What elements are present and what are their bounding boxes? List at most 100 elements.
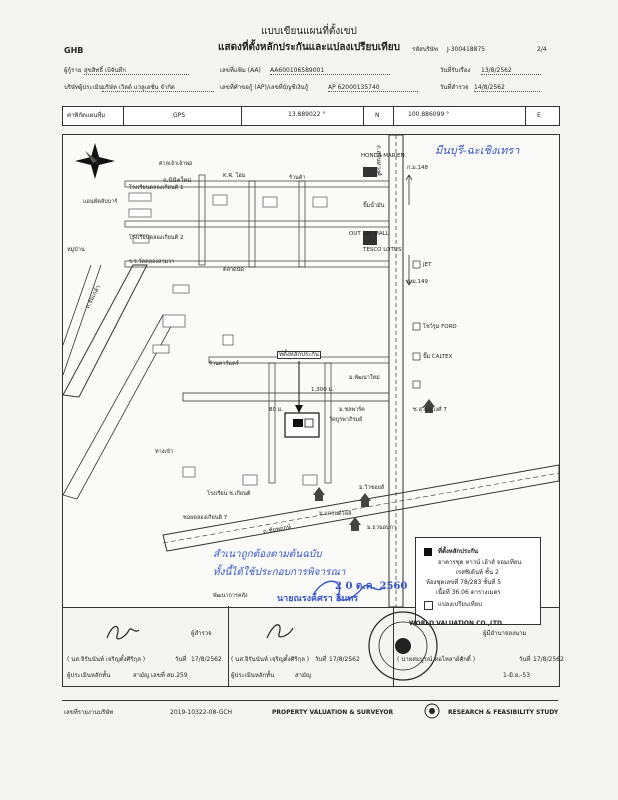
- map-label: วัดบูรพาภิรมย์: [329, 417, 363, 423]
- org-short: GHB: [64, 46, 84, 55]
- authority-date: 17/8/2562: [533, 656, 564, 663]
- authority-no: 1-มิ.ย.-53: [503, 672, 531, 679]
- legend-line1: อาคารชุด ทาวน์ เฮ้าส์ จอมเทียน: [438, 559, 522, 566]
- company-stamp-text: WORLD VALUATION CO.,LTD.: [409, 620, 505, 627]
- map-label: พัฒนาการคลัง: [213, 593, 248, 599]
- authority-name: ( นายสมบูรณ์ หอไหลาย์ศักดิ์ ): [397, 656, 476, 663]
- km-right-label: ก.ม.149: [407, 279, 428, 285]
- job-no: AA600106589001: [270, 67, 390, 75]
- handwritten-route: มีนบุรี-ฉะเชิงเทรา: [435, 144, 520, 157]
- company-label: บริษัทผู้ประเมิน: [64, 84, 103, 91]
- legend-box: ที่ตั้งหลักประกัน อาคารชุด ทาวน์ เฮ้าส์ …: [415, 537, 541, 625]
- legend-compare-icon: [424, 601, 433, 610]
- title-line2: แสดงที่ตั้งหลักประกันและแปลงเปรียบเทียบ: [218, 42, 400, 53]
- map-label: ซอยคลองเกียนติ 7: [183, 515, 228, 521]
- map-label: ม.แกรนด์วิลล์: [319, 511, 352, 517]
- applicant-label: ผู้กู้ราย: [64, 67, 82, 74]
- map-label: ม.พัฒนาใหม่: [349, 375, 380, 381]
- reviewer-date-label: วันที่: [315, 656, 327, 663]
- map-label: โรงเรียนคลองเกียนติ 2: [129, 235, 184, 241]
- report-no: 2019-10322-08-GCH: [170, 709, 233, 716]
- applicant-name: สุขสิทธิ์ เบ้จันทึก: [84, 67, 189, 75]
- map-label: แอนท์คลับบาร์: [83, 199, 118, 205]
- distance-label: 1,300 ม.: [311, 387, 334, 393]
- ap-no: AP 62000135740: [328, 84, 418, 92]
- km-left-label: ก.ม.148: [407, 165, 428, 171]
- legend-line3: ห้องชุดเลขที่ 78/283 ชั้นที่ 5: [426, 579, 502, 586]
- surveyor-date-label: วันที่: [175, 656, 187, 663]
- lon-dir: E: [537, 112, 541, 119]
- map-label: ม.ธวนอนกา: [367, 525, 397, 531]
- surveyor-name: ( นส.จิรันนันท์ เจริญตั้งศิริกุล ): [67, 656, 146, 663]
- company-name: บริษัท เวิลด์ แวลูเอชั่น จำกัด: [102, 84, 214, 92]
- compass-icon: [75, 143, 115, 179]
- legend-target-icon: [424, 548, 432, 556]
- appraiser-license-label: ผู้ประเมินหลักทั้น: [67, 672, 111, 679]
- signature-section: ผู้สำรวจ ( นส.จิรันนันท์ เจริญตั้งศิริกุ…: [62, 606, 564, 687]
- reviewer-date: 17/8/2562: [329, 656, 360, 663]
- survey-label: วันที่สำรวจ: [440, 84, 469, 91]
- authority-date-label: วันที่: [519, 656, 531, 663]
- map-drawing: [63, 135, 559, 607]
- received-date: 13/8/2562: [481, 67, 541, 75]
- map-label: ร้านคาร์แคร์: [209, 361, 239, 367]
- coords-label: ค่าพิกัดแผนที่ม: [67, 112, 106, 119]
- ap-label: เลขที่คำขอกู้ (AP)/เลขที่บัญชีเงินกู้: [220, 84, 309, 91]
- target-label: ที่ตั้งหลักประกัน: [277, 351, 322, 359]
- reviewer-name: ( นส.จิรันนันท์ เจริญตั้งศิริกุล ): [231, 656, 310, 663]
- appraiser-license: สามัญ เลขที่ สม.259: [133, 672, 188, 679]
- legend-title: ที่ตั้งหลักประกัน: [438, 548, 479, 555]
- map-label: TESCO LOTUS: [363, 247, 402, 253]
- map-label: K.R. โฮม: [223, 173, 246, 179]
- location-map: HONDA MARIEN ศาลเจ้าเจ้าพ่อ โรงเรียนคลอง…: [62, 134, 560, 608]
- reviewer-signature-icon: [266, 624, 294, 639]
- coords-row: ค่าพิกัดแผนที่ม GPS 13.889022 ° N 100.88…: [62, 106, 560, 126]
- company-stamp-icon: [368, 611, 438, 681]
- map-label: ศาลเจ้าเจ้าพ่อ: [159, 161, 193, 167]
- received-label: วันที่รับเรื่อง: [440, 67, 471, 74]
- legend-line4: เนื้อที่ 36.06 ตารางเมตร: [436, 589, 501, 596]
- signature-name: นายณรงค์ศรา อินทร: [277, 594, 359, 604]
- map-label: โรงเรียนคลองเกียนติ 1: [129, 185, 184, 191]
- surveyor-label: ผู้สำรวจ: [191, 630, 212, 637]
- map-label: OUT LET MALL: [349, 231, 389, 237]
- company-id: J-300418875: [447, 46, 486, 53]
- lat-dir: N: [375, 112, 380, 119]
- appraiser2: สามัญ: [295, 672, 312, 679]
- map-label: ร.ร.วัดคลองสามวา: [129, 259, 175, 265]
- report-label: เลขที่รายงานบริษัท: [64, 709, 114, 716]
- legend-compare-label: แปลงเปรียบเทียบ: [438, 601, 483, 608]
- job-no-label: เลขที่แฟ้ม (AA): [220, 67, 261, 74]
- map-label: หมู่บ้าน: [67, 247, 85, 253]
- map-label: ปั๊มน้ำมัน: [363, 203, 385, 209]
- map-label: ม.ชลพาร์ค: [339, 407, 365, 413]
- road-right-label: ถ.สุวินทวงศ์: [375, 145, 382, 176]
- survey-date: 14/8/2562: [474, 84, 540, 92]
- latitude: 13.889022 °: [288, 111, 326, 118]
- company-id-label: รหัสบริษัท: [412, 46, 438, 53]
- handwritten-note-1: สำเนาถูกต้องตามต้นฉบับ: [213, 549, 322, 560]
- company-logo-icon: [424, 703, 440, 719]
- map-label: ตลาดนัด: [223, 267, 244, 273]
- longitude: 100.886099 °: [408, 111, 450, 118]
- stamp-date: 2 0 ต.ค. 2560: [335, 581, 408, 592]
- map-label: โรงเรียน ซ.เกียนติ: [207, 491, 251, 497]
- footer: เลขที่รายงานบริษัท 2019-10322-08-GCH PRO…: [62, 700, 558, 719]
- road-top-label: ถ.นิมิตใหม่: [163, 177, 192, 184]
- distance-label: 80 ม.: [269, 407, 284, 413]
- map-label: โชว์รูม FORD: [423, 324, 457, 330]
- map-label: ร้านค้า: [289, 175, 306, 181]
- company-en: PROPERTY VALUATION & SURVEYOR: [272, 709, 394, 716]
- map-label: ม.วิวซอยส์: [359, 485, 385, 491]
- page-number: 2/4: [537, 46, 547, 53]
- map-label: ปั๊ม CALTEX: [423, 354, 453, 360]
- surveyor-signature-icon: [106, 625, 140, 640]
- map-label: ทางเข้า: [155, 449, 174, 455]
- map-label: ซ.สุวินทวงศ์ 7: [413, 407, 447, 413]
- surveyor-date: 17/8/2562: [191, 656, 222, 663]
- coords-method: GPS: [173, 112, 186, 119]
- study-label: RESEARCH & FEASIBILITY STUDY: [448, 709, 559, 716]
- authority-label: ผู้มีอำนาจลงนาม: [483, 630, 527, 637]
- appraiser2-label: ผู้ประเมินหลักทั้น: [231, 672, 275, 679]
- map-label: JET: [423, 262, 432, 268]
